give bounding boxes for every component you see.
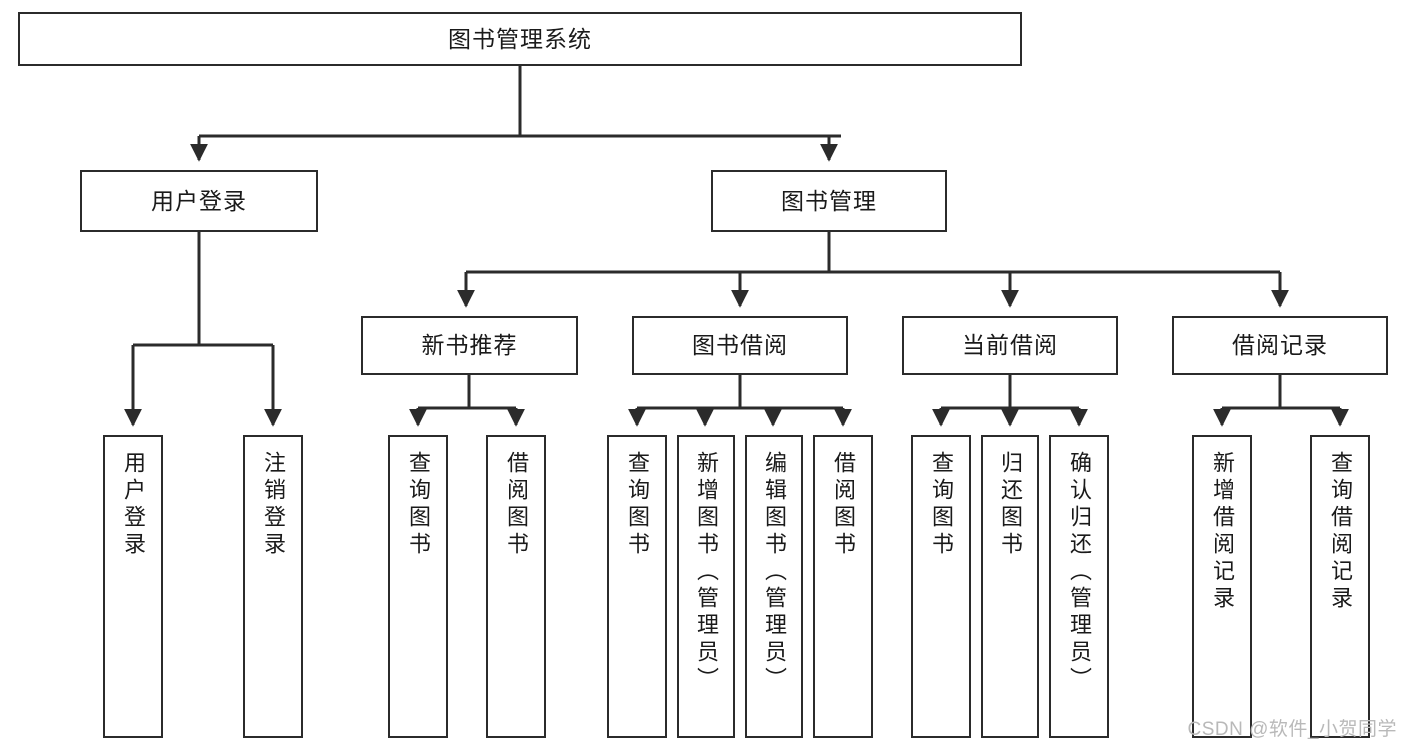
leaf-query-book-2[interactable]: 查询图书 — [607, 435, 667, 738]
node-current-borrow-label: 当前借阅 — [962, 332, 1058, 359]
leaf-query-book-2-label: 查询图书 — [625, 451, 650, 559]
node-book-manage-label: 图书管理 — [781, 187, 877, 214]
node-user-login[interactable]: 用户登录 — [80, 170, 318, 232]
leaf-query-book-1-label: 查询图书 — [406, 451, 431, 559]
leaf-borrow-book-2-label: 借阅图书 — [831, 451, 856, 559]
node-borrow-record-label: 借阅记录 — [1232, 332, 1328, 359]
leaf-return-book-label: 归还图书 — [998, 451, 1023, 559]
leaf-query-record[interactable]: 查询借阅记录 — [1310, 435, 1370, 738]
leaf-confirm-return-label: 确认归还（管理员） — [1067, 451, 1092, 694]
node-book-borrow[interactable]: 图书借阅 — [632, 316, 848, 375]
leaf-borrow-book-2[interactable]: 借阅图书 — [813, 435, 873, 738]
node-new-book-recommend[interactable]: 新书推荐 — [361, 316, 578, 375]
leaf-query-book-3-label: 查询图书 — [929, 451, 954, 559]
leaf-logout[interactable]: 注销登录 — [243, 435, 303, 738]
node-book-borrow-label: 图书借阅 — [692, 332, 788, 359]
node-root-label: 图书管理系统 — [448, 25, 592, 52]
leaf-add-book-label: 新增图书（管理员） — [694, 451, 719, 694]
leaf-confirm-return[interactable]: 确认归还（管理员） — [1049, 435, 1109, 738]
node-borrow-record[interactable]: 借阅记录 — [1172, 316, 1388, 375]
csdn-watermark: CSDN @软件_小贺同学 — [1187, 719, 1397, 740]
leaf-add-record-label: 新增借阅记录 — [1210, 451, 1235, 613]
node-new-book-recommend-label: 新书推荐 — [421, 332, 518, 359]
leaf-add-book[interactable]: 新增图书（管理员） — [677, 435, 735, 738]
leaf-user-login[interactable]: 用户登录 — [103, 435, 163, 738]
node-book-manage[interactable]: 图书管理 — [711, 170, 947, 232]
leaf-borrow-book-1[interactable]: 借阅图书 — [486, 435, 546, 738]
leaf-edit-book[interactable]: 编辑图书（管理员） — [745, 435, 803, 738]
leaf-add-record[interactable]: 新增借阅记录 — [1192, 435, 1252, 738]
node-user-login-label: 用户登录 — [151, 187, 247, 214]
leaf-user-login-label: 用户登录 — [121, 451, 146, 559]
leaf-edit-book-label: 编辑图书（管理员） — [762, 451, 787, 694]
leaf-return-book[interactable]: 归还图书 — [981, 435, 1039, 738]
leaf-borrow-book-1-label: 借阅图书 — [504, 451, 529, 559]
leaf-query-book-3[interactable]: 查询图书 — [911, 435, 971, 738]
leaf-logout-label: 注销登录 — [261, 451, 286, 559]
leaf-query-book-1[interactable]: 查询图书 — [388, 435, 448, 738]
leaf-query-record-label: 查询借阅记录 — [1328, 451, 1353, 613]
node-current-borrow[interactable]: 当前借阅 — [902, 316, 1118, 375]
node-root[interactable]: 图书管理系统 — [18, 12, 1022, 66]
